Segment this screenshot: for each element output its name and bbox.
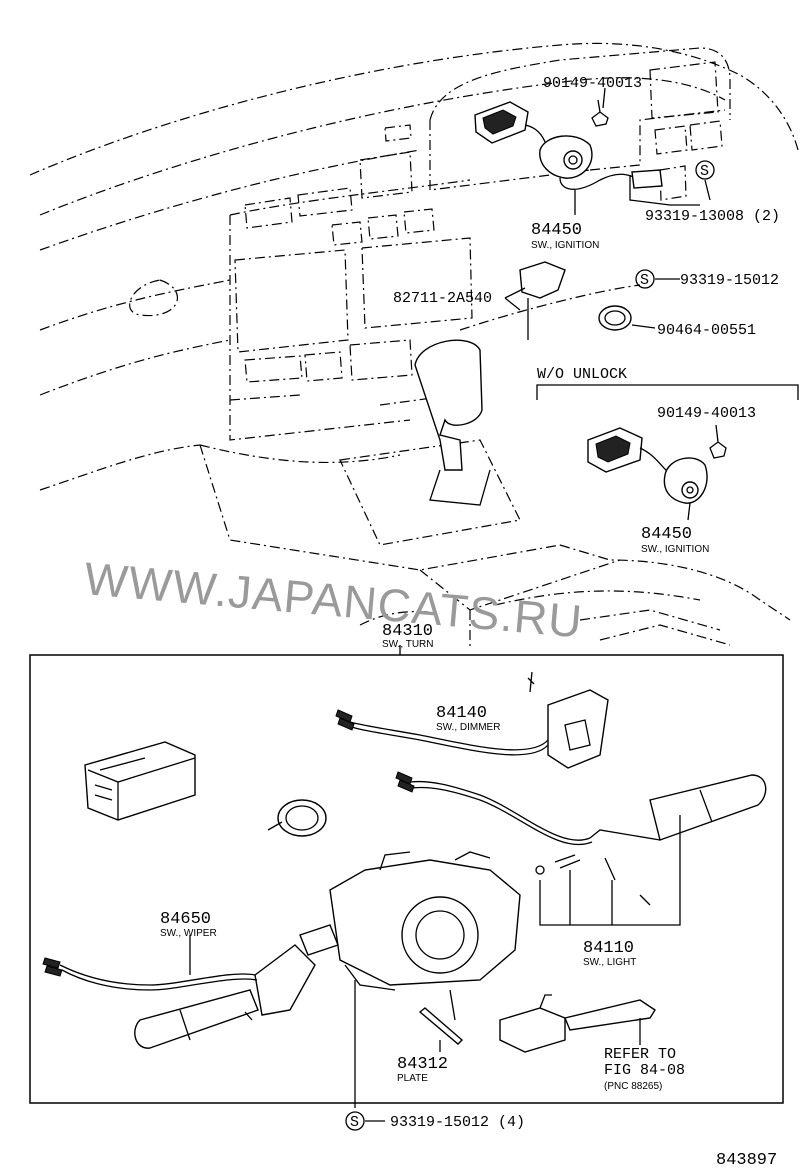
s-marker-bottom: S [345,1111,385,1131]
clamp-90464 [598,305,632,331]
s-marker-3: S [350,1114,359,1131]
label-bracket-82711: 82711-2A540 [393,290,492,307]
label-screw-93319-13008: 93319-13008 (2) [645,208,780,225]
label-screw-bottom: 93319-15012 (4) [390,1114,525,1131]
label-wiper-desc: SW., WIPER [160,928,217,939]
label-ignition-a-code: 84450 [531,221,582,240]
label-refer-line1: REFER TO [604,1046,676,1063]
label-light-code: 84110 [583,939,634,958]
leader-lines-top [504,87,711,329]
label-refer-line3: (PNC 88265) [604,1081,662,1092]
label-plate-code: 84312 [397,1055,448,1074]
label-wiper-code: 84650 [160,910,211,929]
s-marker-1: S [700,163,709,180]
bracket-82711 [519,261,566,340]
label-turn-code: 84310 [382,622,433,641]
plate-pin [418,1007,464,1052]
s-marker-2: S [640,272,649,289]
light-switch [395,771,767,926]
label-bolt-90149-b: 90149-40013 [657,405,756,422]
label-light-desc: SW., LIGHT [583,957,636,968]
label-dimmer-desc: SW., DIMMER [436,722,500,733]
diagram-id: 843897 [716,1151,777,1170]
ignition-switch-top [474,99,663,190]
refer-part [499,994,656,1053]
label-wo-unlock: W/O UNLOCK [537,366,627,383]
turn-switch-body [329,851,521,1108]
dimmer-switch [335,671,609,769]
label-bolt-90149-a: 90149-40013 [543,75,642,92]
wo-unlock-section [536,384,799,521]
wiper-switch [42,924,339,1049]
label-refer-line2: FIG 84-08 [604,1062,685,1079]
shift-lever [414,339,491,506]
dashboard-outline [29,42,799,650]
label-ignition-b-desc: SW., IGNITION [641,544,709,555]
s-markers-top: S S [635,160,715,289]
watermark: WWW.JAPANCATS.RU [82,552,584,647]
connector-block [84,741,196,821]
label-screw-93319-15012: 93319-15012 [680,272,779,289]
label-ignition-b-code: 84450 [641,525,692,544]
label-clamp-90464: 90464-00551 [657,322,756,339]
label-plate-desc: PLATE [397,1073,428,1084]
band-clamp [267,799,327,837]
label-turn-desc: SW., TURN [382,639,433,650]
label-ignition-a-desc: SW., IGNITION [531,240,599,251]
label-dimmer-code: 84140 [436,704,487,723]
turn-switch-assembly-box [29,654,784,1104]
